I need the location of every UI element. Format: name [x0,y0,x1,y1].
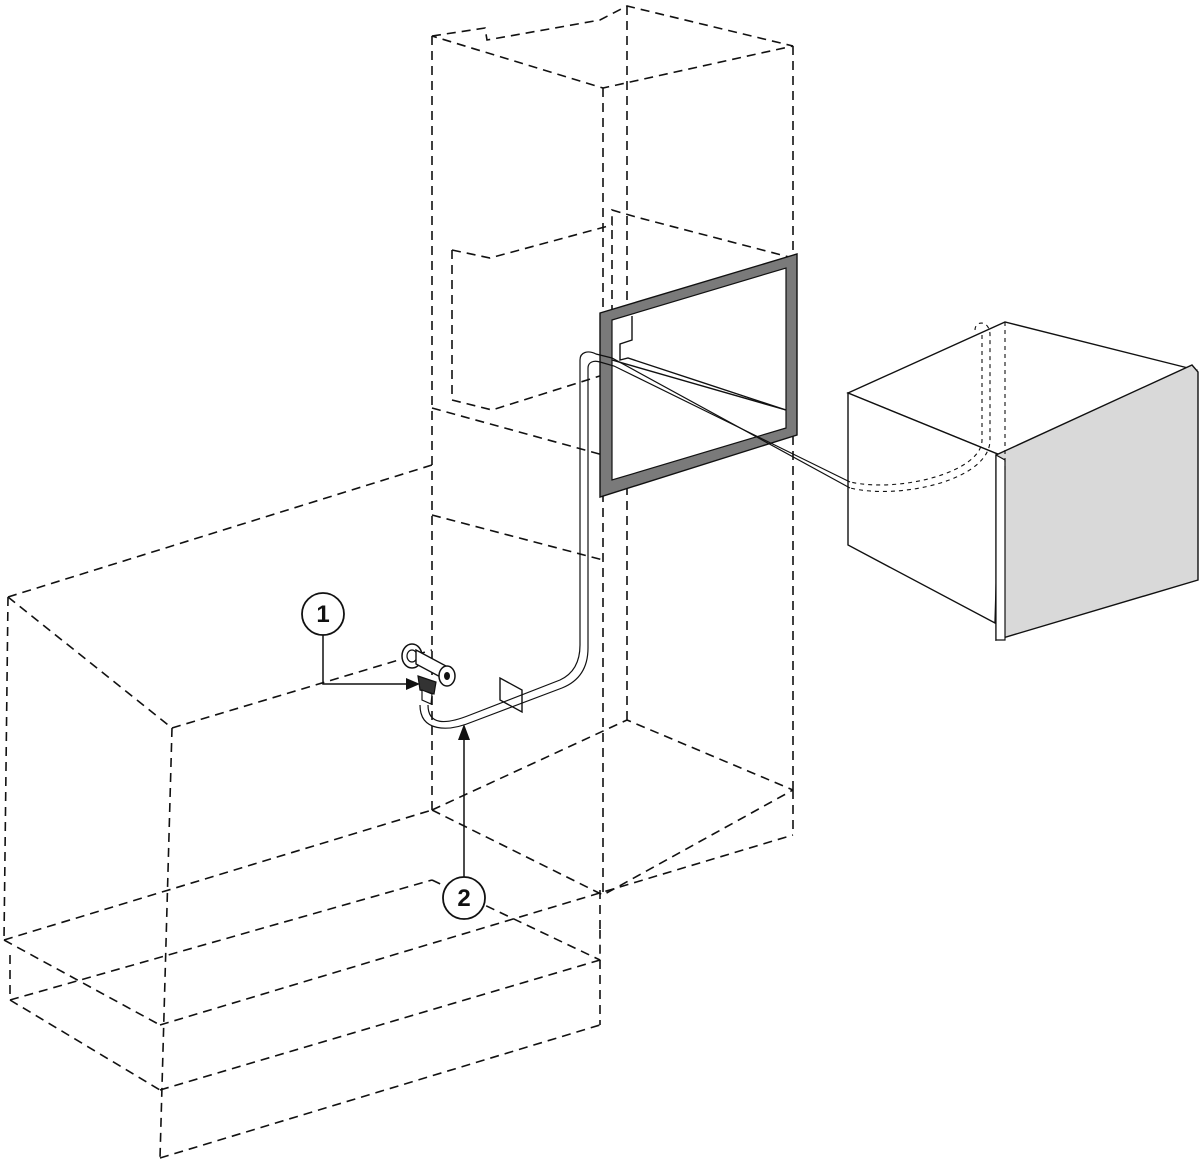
callout-2: 2 [442,724,486,920]
water-hose [419,351,851,729]
callout-1: 1 [301,592,420,690]
callout-2-label: 2 [457,885,470,912]
water-tap-icon [401,643,456,705]
drawer-appliance [846,321,1199,641]
mounting-frame [599,253,798,498]
callout-1-label: 1 [316,601,329,628]
base-cabinet-outline [3,464,794,1159]
